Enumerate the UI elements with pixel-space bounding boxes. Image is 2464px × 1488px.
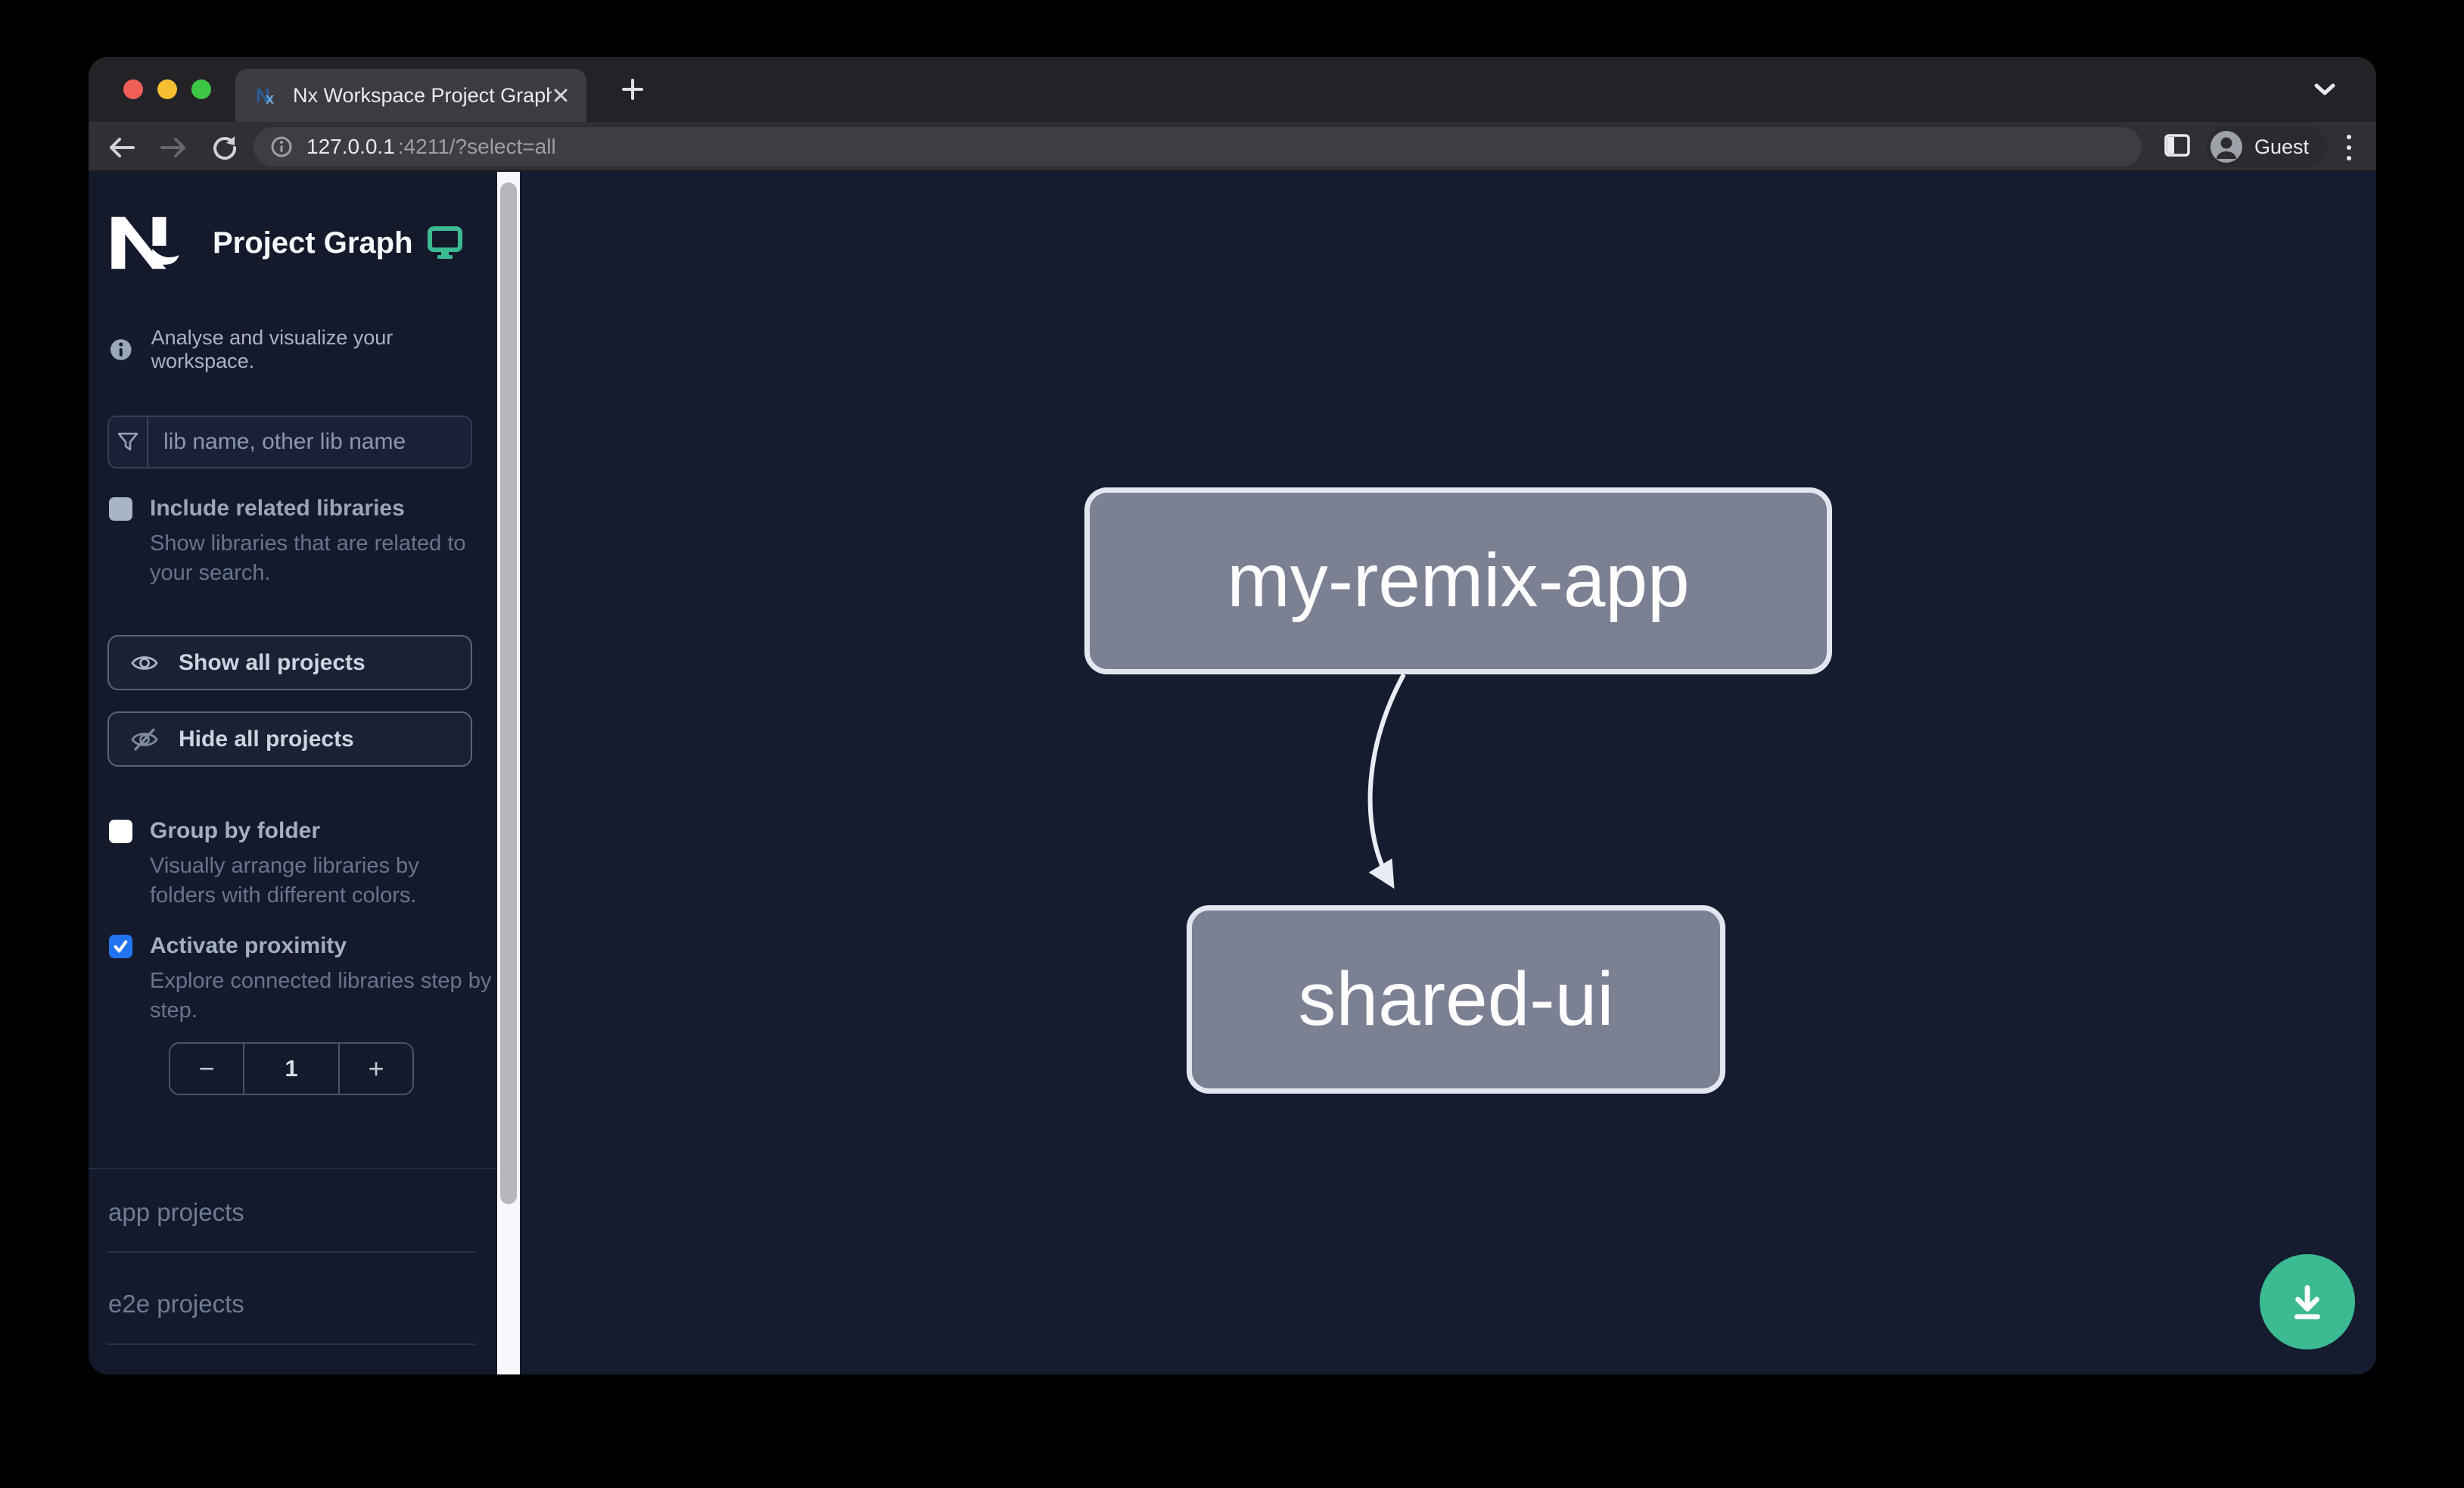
section-e2e-projects: e2e projects bbox=[108, 1290, 244, 1318]
monitor-icon[interactable] bbox=[428, 226, 462, 260]
proximity-decrement-button[interactable]: − bbox=[198, 1053, 215, 1084]
search-box bbox=[107, 416, 472, 469]
tab-close-icon[interactable] bbox=[552, 86, 570, 104]
scrollbar-thumb[interactable] bbox=[500, 182, 517, 1204]
eye-off-icon bbox=[131, 727, 158, 751]
checkmark-icon bbox=[114, 940, 128, 953]
brand-row: Project Graph bbox=[108, 213, 482, 273]
side-panel-button[interactable] bbox=[2164, 133, 2191, 161]
download-graph-button[interactable] bbox=[2260, 1254, 2355, 1349]
browser-window: N x Nx Workspace Project Graph bbox=[89, 57, 2376, 1374]
filter-icon bbox=[117, 432, 138, 451]
tab-strip: N x Nx Workspace Project Graph bbox=[89, 57, 2376, 122]
include-related-option: Include related libraries Show libraries… bbox=[109, 496, 480, 588]
sidebar: Project Graph Analyse and visualize your… bbox=[89, 172, 497, 1374]
tab-title: Nx Workspace Project Graph bbox=[293, 83, 552, 107]
forward-button[interactable] bbox=[158, 132, 188, 163]
include-related-checkbox[interactable] bbox=[109, 497, 132, 521]
url-path: :4211/?select=all bbox=[397, 135, 556, 158]
search-divider bbox=[147, 417, 148, 467]
node-label: shared-ui bbox=[1298, 957, 1614, 1041]
minimize-window-button[interactable] bbox=[157, 79, 177, 99]
group-by-folder-checkbox[interactable] bbox=[109, 820, 132, 843]
close-window-button[interactable] bbox=[123, 79, 143, 99]
search-input[interactable] bbox=[148, 417, 471, 467]
section-app-underline bbox=[107, 1251, 475, 1253]
section-app-projects: app projects bbox=[108, 1198, 244, 1226]
address-bar[interactable]: 127.0.0.1 :4211/?select=all bbox=[254, 127, 2142, 167]
reload-button[interactable] bbox=[210, 132, 240, 163]
group-by-folder-option: Group by folder Visually arrange librari… bbox=[109, 818, 487, 911]
section-e2e-underline bbox=[107, 1343, 475, 1345]
proximity-stepper: − 1 + bbox=[169, 1042, 414, 1095]
browser-toolbar: 127.0.0.1 :4211/?select=all Guest bbox=[89, 122, 2376, 172]
avatar bbox=[2210, 131, 2242, 163]
group-by-folder-label[interactable]: Group by folder bbox=[150, 818, 320, 843]
include-related-description: Show libraries that are related to your … bbox=[150, 531, 466, 585]
site-info-icon[interactable] bbox=[270, 135, 293, 158]
reload-icon bbox=[213, 136, 237, 160]
active-tab[interactable]: N x Nx Workspace Project Graph bbox=[235, 69, 586, 122]
plus-icon bbox=[622, 79, 643, 100]
show-all-projects-label: Show all projects bbox=[179, 649, 366, 675]
tagline-row: Analyse and visualize your workspace. bbox=[109, 326, 497, 373]
profile-name: Guest bbox=[2254, 135, 2310, 158]
group-by-folder-description: Visually arrange libraries by folders wi… bbox=[150, 854, 419, 907]
hide-all-projects-button[interactable]: Hide all projects bbox=[107, 711, 472, 767]
sidebar-divider bbox=[89, 1168, 497, 1169]
svg-text:N: N bbox=[256, 84, 270, 107]
nx-favicon: N x bbox=[256, 84, 274, 107]
side-panel-icon bbox=[2164, 134, 2190, 157]
url-host: 127.0.0.1 bbox=[306, 135, 395, 158]
browser-menu-button[interactable] bbox=[2344, 132, 2354, 163]
activate-proximity-description: Explore connected libraries step by step… bbox=[150, 969, 492, 1023]
proximity-value: 1 bbox=[243, 1044, 340, 1094]
edge-my-remix-app-to-shared-ui[interactable] bbox=[1367, 673, 1406, 889]
profile-button[interactable]: Guest bbox=[2206, 126, 2328, 167]
node-shared-ui[interactable]: shared-ui bbox=[1187, 905, 1725, 1094]
activate-proximity-checkbox[interactable] bbox=[109, 935, 132, 958]
dependency-edge-layer bbox=[1367, 673, 1406, 889]
tagline-text: Analyse and visualize your workspace. bbox=[151, 326, 394, 372]
graph-canvas[interactable]: my-remix-app shared-ui bbox=[520, 172, 2376, 1374]
node-label: my-remix-app bbox=[1227, 538, 1690, 623]
forward-arrow-icon bbox=[160, 138, 185, 157]
back-button[interactable] bbox=[107, 132, 137, 163]
include-related-label[interactable]: Include related libraries bbox=[150, 496, 405, 521]
tab-search-button[interactable] bbox=[2313, 82, 2337, 100]
person-icon bbox=[2217, 137, 2236, 159]
activate-proximity-option: Activate proximity Explore connected lib… bbox=[109, 933, 499, 1026]
back-arrow-icon bbox=[110, 138, 135, 157]
chevron-down-icon bbox=[2314, 83, 2335, 95]
info-icon bbox=[110, 339, 132, 360]
node-my-remix-app[interactable]: my-remix-app bbox=[1084, 487, 1832, 674]
show-all-projects-button[interactable]: Show all projects bbox=[107, 635, 472, 690]
traffic-lights bbox=[123, 79, 211, 99]
fullscreen-window-button[interactable] bbox=[191, 79, 211, 99]
sidebar-scrollbar[interactable] bbox=[497, 172, 520, 1374]
svg-text:x: x bbox=[266, 91, 274, 107]
eye-icon bbox=[131, 655, 158, 670]
activate-proximity-label[interactable]: Activate proximity bbox=[150, 933, 347, 958]
nx-logo bbox=[111, 216, 179, 269]
hide-all-projects-label: Hide all projects bbox=[179, 726, 354, 752]
download-icon bbox=[2294, 1284, 2320, 1320]
window-content: Project Graph Analyse and visualize your… bbox=[89, 172, 2376, 1374]
proximity-increment-button[interactable]: + bbox=[368, 1053, 384, 1084]
filter-icon-cell bbox=[109, 417, 147, 467]
new-tab-button[interactable] bbox=[618, 75, 647, 104]
page-title: Project Graph bbox=[213, 226, 413, 260]
